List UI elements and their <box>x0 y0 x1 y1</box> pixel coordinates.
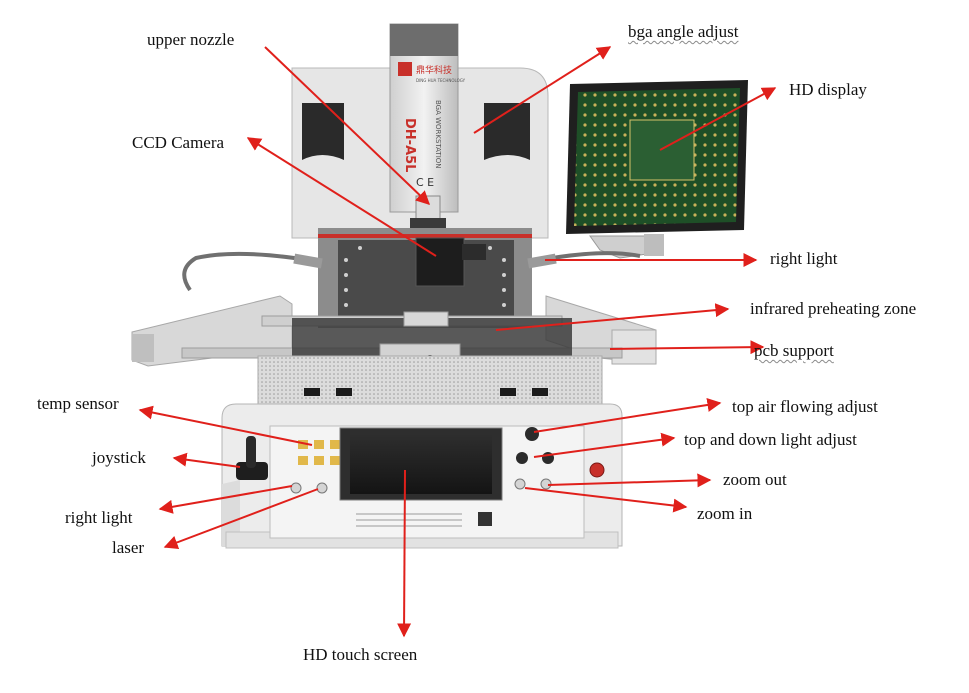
label-laser: laser <box>112 538 145 557</box>
joystick <box>236 436 268 480</box>
arrow-top-and-down-light-adjust <box>533 432 676 458</box>
label-joystick: joystick <box>92 448 146 467</box>
ce-mark: C E <box>416 176 434 189</box>
upper-nozzle <box>415 195 441 221</box>
arrow-hd-touch-screen <box>397 469 412 638</box>
back-frame-right-window <box>484 103 530 160</box>
arrow-pcb-support <box>609 340 765 355</box>
arrow-hd-display <box>659 87 777 151</box>
machine-illustration: 鼎华科技 DING HUA TECHNOLOGY DH-A5L BGA WORK… <box>131 23 748 549</box>
head-workstation: BGA WORKSTATION <box>434 100 442 169</box>
label-infrared-preheating-zone: infrared preheating zone <box>750 299 917 318</box>
label-upper-nozzle: upper nozzle <box>147 30 235 49</box>
temp-sensor-buttons <box>298 440 340 465</box>
arrow-laser <box>163 488 319 550</box>
label-ccd-camera: CCD Camera <box>132 133 225 152</box>
left-gooseneck-light <box>182 251 321 292</box>
arrow-temp-sensor <box>138 405 313 446</box>
arrow-zoom-in <box>524 487 688 513</box>
arrow-zoom-out <box>547 473 712 488</box>
hd-display-monitor <box>566 80 748 259</box>
right-control-knobs <box>514 427 605 490</box>
label-zoom-in: zoom in <box>697 504 753 523</box>
label-pcb-support-text: pcb support <box>754 341 834 360</box>
back-frame-left-window <box>302 103 344 160</box>
ccd-camera-box <box>415 237 465 287</box>
arrow-ccd-camera <box>246 137 437 257</box>
label-hd-touch-screen: HD touch screen <box>303 645 418 664</box>
arrow-joystick <box>172 452 241 468</box>
head-brand: 鼎华科技 <box>416 64 452 75</box>
label-right-light-top: right light <box>770 249 838 268</box>
arrow-infrared-preheating-zone <box>495 303 730 331</box>
label-top-and-down-light-adjust: top and down light adjust <box>684 430 857 449</box>
callout-arrows <box>138 46 777 638</box>
label-temp-sensor: temp sensor <box>37 394 119 413</box>
label-right-light-bottom: right light <box>65 508 133 527</box>
arrow-upper-nozzle <box>264 46 431 205</box>
label-zoom-out: zoom out <box>723 470 787 489</box>
head-brand-en: DING HUA TECHNOLOGY <box>416 78 466 83</box>
label-bga-angle-adjust-text: bga angle adjust <box>628 22 739 41</box>
label-top-air-flowing-adjust: top air flowing adjust <box>732 397 878 416</box>
label-bga-angle-adjust: bga angle adjust <box>628 23 738 40</box>
head-model: DH-A5L <box>402 118 417 172</box>
arrow-right-light-bottom <box>158 485 293 514</box>
label-pcb-support: pcb support <box>754 342 834 359</box>
arrow-bga-angle-adjust <box>473 46 612 134</box>
arrow-top-air-flowing-adjust <box>533 398 722 433</box>
label-hd-display: HD display <box>789 80 867 99</box>
